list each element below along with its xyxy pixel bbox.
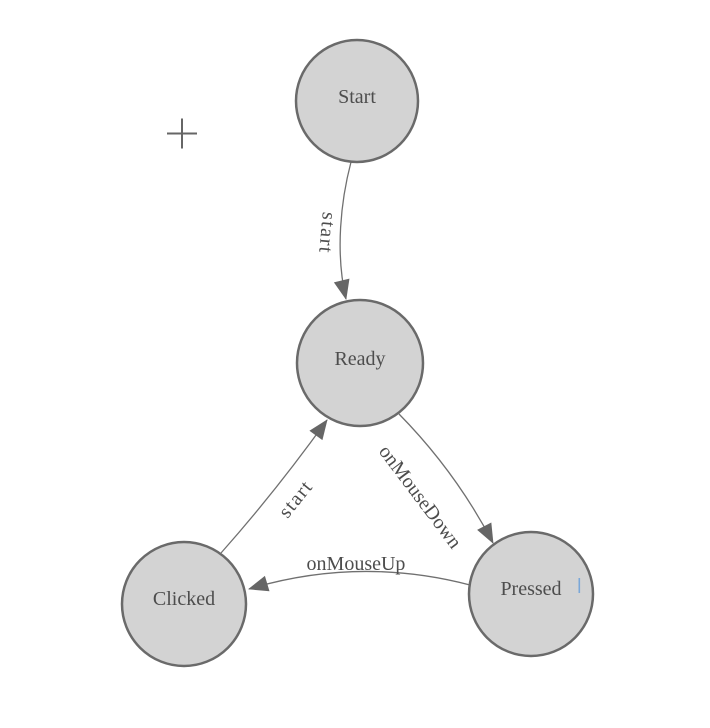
edge-clicked-to-ready[interactable] (220, 419, 328, 554)
edge-label-ready-to-pressed: onMouseDown (374, 441, 466, 553)
node-pressed[interactable]: Pressed (467, 530, 595, 658)
crosshair-icon (167, 118, 197, 149)
node-ready-circle[interactable] (295, 298, 425, 428)
node-clicked-circle[interactable] (120, 540, 248, 668)
node-start-circle[interactable] (294, 38, 420, 164)
edge-label-start-to-ready: start (314, 211, 340, 255)
node-pressed-circle[interactable] (467, 530, 595, 658)
edge-ready-to-pressed[interactable] (398, 413, 494, 544)
edge-label-clicked-to-ready: start (274, 476, 317, 522)
text-caret (578, 578, 581, 593)
node-clicked[interactable]: Clicked (120, 540, 248, 668)
edge-start-to-ready[interactable] (333, 161, 352, 300)
edge-pressed-to-clicked[interactable] (248, 570, 471, 592)
node-start[interactable]: Start (294, 38, 420, 164)
node-ready[interactable]: Ready (295, 298, 425, 428)
